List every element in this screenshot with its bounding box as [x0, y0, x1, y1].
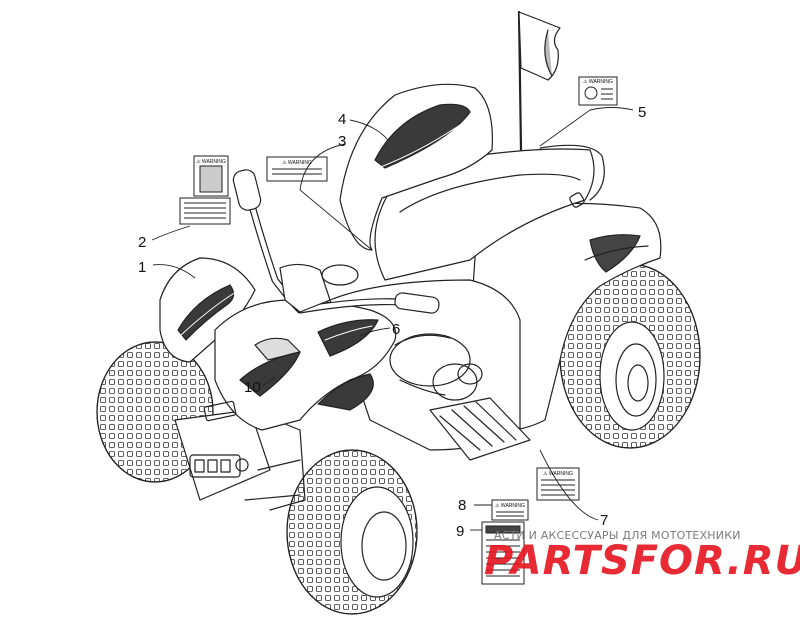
watermark-logo: PARTSFOR.RU: [484, 538, 800, 584]
rear-reflector: [569, 192, 585, 208]
engine: [389, 333, 483, 401]
decal-2-sheet: ⚠ WARNING: [179, 155, 231, 225]
callout-5: 5: [638, 104, 646, 121]
decal-5-sheet: ⚠ WARNING: [578, 76, 618, 106]
callout-2: 2: [138, 234, 146, 251]
leader-lines: [151, 107, 634, 531]
decal-7-sheet: ⚠ WARNING: [536, 467, 580, 501]
front-badge: [203, 400, 237, 422]
rear-right-wheel: [559, 263, 701, 449]
decal-10-side-stripe: [239, 351, 301, 397]
callout-10: 10: [244, 379, 261, 396]
callout-6: 6: [392, 321, 400, 338]
watermark-text: АСТИ И АКСЕССУАРЫ ДЛЯ МОТОТЕХНИКИ: [494, 529, 741, 542]
callout-3: 3: [338, 133, 346, 150]
callout-4: 4: [338, 111, 346, 128]
rear-fender-stripe: [589, 234, 641, 273]
callout-8: 8: [458, 497, 466, 514]
decal-3-header: ⚠ WARNING: [282, 160, 312, 166]
safety-flag: [517, 10, 561, 152]
callout-9: 9: [456, 523, 464, 540]
decal-3-sheet: ⚠ WARNING: [266, 156, 328, 182]
front-bumper: [174, 409, 306, 511]
decal-8-sheet: ⚠ WARNING: [491, 499, 529, 521]
rear-rack: [539, 144, 605, 201]
middle-stripe: [317, 373, 374, 411]
decal-7-header: ⚠ WARNING: [543, 471, 573, 477]
front-right-wheel: [286, 449, 418, 615]
decal-1-front-stripe: [177, 284, 235, 341]
decal-5-header: ⚠ WARNING: [583, 79, 613, 85]
callout-1: 1: [138, 259, 146, 276]
handlebar: [232, 169, 440, 314]
decal-2-header: ⚠ WARNING: [196, 159, 226, 165]
decal-6-nose-graphic: [317, 319, 379, 357]
decal-8-header: ⚠ WARNING: [495, 503, 525, 509]
callout-7: 7: [600, 512, 608, 529]
decal-4-rear-stripe: [374, 103, 471, 169]
decal-9-sheet: [481, 521, 525, 585]
